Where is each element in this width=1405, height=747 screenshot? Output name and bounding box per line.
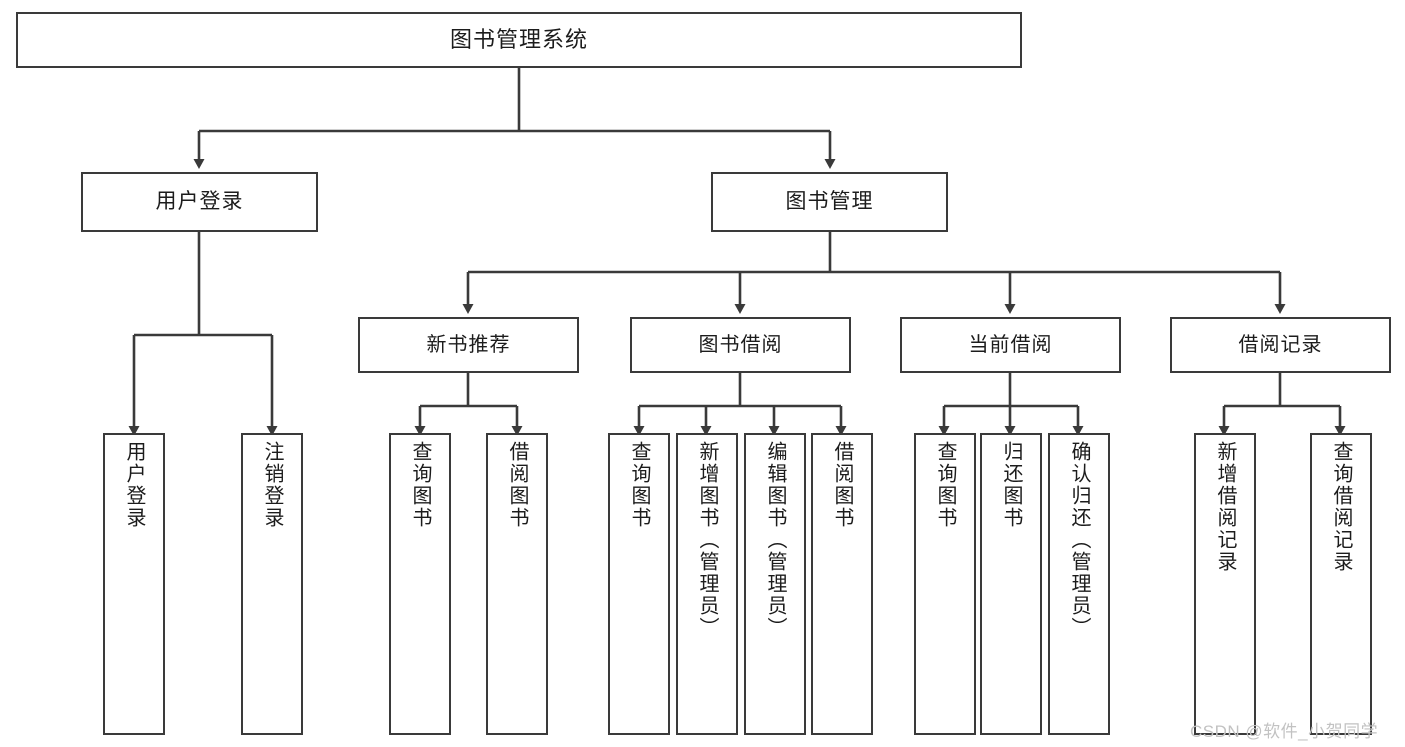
node-borrow-record-label: 借阅记录 bbox=[1238, 334, 1323, 356]
leaf-user-login[interactable]: 用户登录 bbox=[103, 433, 165, 735]
leaf-current-query-book-label: 查询图书 bbox=[934, 441, 956, 529]
leaf-record-query-label: 查询借阅记录 bbox=[1330, 441, 1352, 573]
leaf-current-return-book[interactable]: 归还图书 bbox=[980, 433, 1042, 735]
leaf-record-query[interactable]: 查询借阅记录 bbox=[1310, 433, 1372, 735]
node-book-borrow[interactable]: 图书借阅 bbox=[630, 317, 851, 373]
leaf-current-return-book-label: 归还图书 bbox=[1000, 441, 1022, 529]
node-root[interactable]: 图书管理系统 bbox=[16, 12, 1022, 68]
node-current-borrow[interactable]: 当前借阅 bbox=[900, 317, 1121, 373]
leaf-borrow-borrow-book[interactable]: 借阅图书 bbox=[811, 433, 873, 735]
leaf-borrow-edit-book-label: 编辑图书（管理员） bbox=[764, 441, 786, 639]
csdn-watermark: CSDN @软件_小贺同学 bbox=[1190, 722, 1379, 741]
node-book-management[interactable]: 图书管理 bbox=[711, 172, 948, 232]
leaf-recommend-query-book-label: 查询图书 bbox=[409, 441, 431, 529]
leaf-recommend-borrow-book-label: 借阅图书 bbox=[506, 441, 528, 529]
node-user-login[interactable]: 用户登录 bbox=[81, 172, 318, 232]
leaf-user-logout[interactable]: 注销登录 bbox=[241, 433, 303, 735]
node-current-borrow-label: 当前借阅 bbox=[968, 334, 1053, 356]
leaf-user-login-label: 用户登录 bbox=[123, 441, 145, 529]
leaf-recommend-query-book[interactable]: 查询图书 bbox=[389, 433, 451, 735]
leaf-borrow-add-book-label: 新增图书（管理员） bbox=[696, 441, 718, 639]
node-book-management-label: 图书管理 bbox=[785, 190, 874, 214]
leaf-record-add[interactable]: 新增借阅记录 bbox=[1194, 433, 1256, 735]
leaf-recommend-borrow-book[interactable]: 借阅图书 bbox=[486, 433, 548, 735]
leaf-borrow-add-book[interactable]: 新增图书（管理员） bbox=[676, 433, 738, 735]
node-root-label: 图书管理系统 bbox=[449, 26, 588, 52]
leaf-borrow-query-book-label: 查询图书 bbox=[628, 441, 650, 529]
leaf-current-confirm-return[interactable]: 确认归还（管理员） bbox=[1048, 433, 1110, 735]
node-borrow-record[interactable]: 借阅记录 bbox=[1170, 317, 1391, 373]
node-new-book-recommend-label: 新书推荐 bbox=[426, 334, 511, 356]
leaf-borrow-borrow-book-label: 借阅图书 bbox=[831, 441, 853, 529]
node-new-book-recommend[interactable]: 新书推荐 bbox=[358, 317, 579, 373]
leaf-borrow-edit-book[interactable]: 编辑图书（管理员） bbox=[744, 433, 806, 735]
leaf-borrow-query-book[interactable]: 查询图书 bbox=[608, 433, 670, 735]
leaf-current-confirm-return-label: 确认归还（管理员） bbox=[1068, 441, 1090, 639]
node-book-borrow-label: 图书借阅 bbox=[698, 334, 783, 356]
node-user-login-label: 用户登录 bbox=[155, 190, 244, 214]
leaf-user-logout-label: 注销登录 bbox=[261, 441, 283, 529]
leaf-current-query-book[interactable]: 查询图书 bbox=[914, 433, 976, 735]
leaf-record-add-label: 新增借阅记录 bbox=[1214, 441, 1236, 573]
